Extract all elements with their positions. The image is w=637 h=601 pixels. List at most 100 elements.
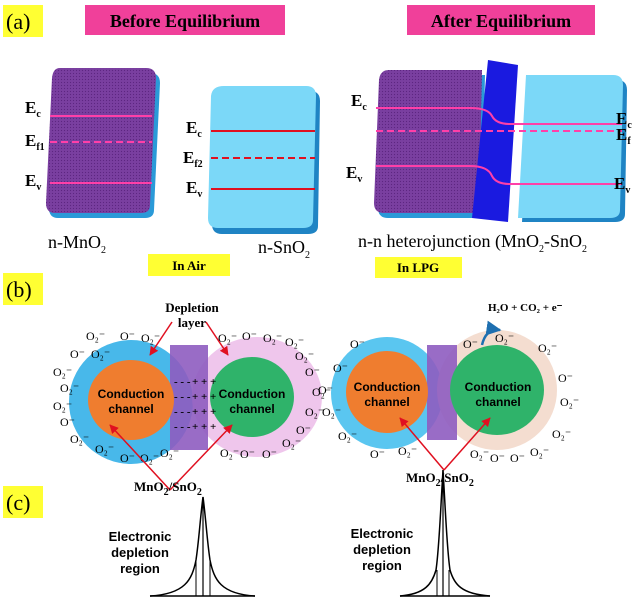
o2-minus-ion: O₂⁻: [295, 349, 314, 363]
o-minus-ion: O⁻: [120, 451, 135, 465]
o-minus-ion: O⁻: [318, 383, 333, 397]
depletion-profile-right: [399, 469, 491, 597]
depletion-layer-label-2: layer: [178, 315, 206, 330]
mno2-ef1-label: Ef1: [25, 131, 45, 153]
o-minus-ion: O⁻: [305, 365, 320, 379]
region-left-line1: Electronic: [109, 529, 172, 544]
region-right-line2: depletion: [353, 542, 411, 557]
region-left-line3: region: [120, 561, 160, 576]
depletion-arrows: [149, 321, 229, 356]
svg-text:(b): (b): [6, 277, 32, 302]
left-conduction-label-2: channel: [108, 402, 153, 416]
composite-arrows-right: [399, 417, 491, 471]
o2-minus-ion: O₂⁻: [263, 331, 282, 345]
hetero-ef-label: Ef: [616, 125, 631, 147]
composite-arrows-left: [109, 424, 233, 491]
o-minus-ion: O⁻: [333, 361, 348, 375]
depletion-layer-label-1: Depletion: [165, 300, 219, 315]
svg-text:- - -: - - -: [174, 376, 191, 388]
o2-minus-ion: O₂⁻: [70, 432, 89, 446]
sno2-ef2-label: Ef2: [183, 148, 203, 170]
o2-minus-ion: O₂⁻: [140, 451, 159, 465]
o-minus-ion: O⁻: [240, 447, 255, 461]
svg-text:Before Equilibrium: Before Equilibrium: [110, 11, 260, 31]
right-pair-left-conduction-2: channel: [364, 395, 409, 409]
hetero-ec-right-label: Ec: [616, 109, 632, 131]
o-minus-ion: O⁻: [120, 329, 135, 343]
left-conduction-label-1: Conduction: [98, 387, 165, 401]
right-pair-left-conduction-1: Conduction: [354, 380, 421, 394]
o2-minus-ion: O₂⁻: [220, 446, 239, 460]
header-after-equilibrium: After Equilibrium: [407, 5, 595, 35]
heterojunction-label: n-n heterojunction (MnO2-SnO2: [358, 231, 587, 255]
o-minus-ion: O⁻: [463, 337, 478, 351]
o2-minus-ion: O₂⁻: [285, 335, 304, 349]
svg-text:+ + +: + + +: [192, 391, 216, 403]
right-conduction-label-1: Conduction: [219, 387, 286, 401]
depletion-profile-left: [149, 496, 256, 597]
o-minus-ion: O⁻: [262, 447, 277, 461]
tag-in-air: In Air: [148, 254, 230, 276]
tag-in-lpg: In LPG: [375, 257, 462, 278]
svg-text:(a): (a): [6, 9, 30, 34]
o2-minus-ion: O₂⁻: [470, 447, 489, 461]
o-minus-ion: O⁻: [350, 337, 365, 351]
o-minus-ion: O⁻: [296, 423, 311, 437]
o2-minus-ion: O₂⁻: [312, 385, 331, 399]
surface-ions: O₂⁻O⁻O₂⁻O⁻O₂⁻O₂⁻O₂⁻O₂⁻O⁻O₂⁻O₂⁻O⁻O₂⁻O₂⁻O₂…: [53, 329, 579, 465]
o-minus-ion: O⁻: [510, 451, 525, 465]
reaction-arrow: [480, 320, 502, 346]
svg-text:- - -: - - -: [174, 406, 191, 418]
mno2-label: n-MnO2: [48, 232, 106, 256]
o-minus-ion: O⁻: [60, 415, 75, 429]
region-right-line1: Electronic: [351, 526, 414, 541]
o2-minus-ion: O₂⁻: [86, 329, 105, 343]
header-before-equilibrium: Before Equilibrium: [85, 5, 285, 35]
hetero-ev-left-label: Ev: [346, 163, 362, 185]
o2-minus-ion: O₂⁻: [552, 427, 571, 441]
o2-minus-ion: O₂⁻: [538, 341, 557, 355]
svg-text:+ + +: + + +: [192, 376, 216, 388]
svg-text:In Air: In Air: [172, 258, 206, 273]
reaction-label: H₂O + CO₂ + e⁻: [488, 302, 563, 314]
sno2-ev-label: Ev: [186, 178, 202, 200]
composite-label-right: MnO2/SnO2: [406, 470, 474, 489]
o2-minus-ion: O₂⁻: [338, 429, 357, 443]
o2-minus-ion: O₂⁻: [60, 381, 79, 395]
right-conduction-label-2: channel: [229, 402, 274, 416]
panel-b-label: (b): [3, 273, 43, 305]
sno2-block: [208, 86, 320, 234]
o2-minus-ion: O₂⁻: [398, 444, 417, 458]
o2-minus-ion: O₂⁻: [53, 365, 72, 379]
o2-minus-ion: O₂⁻: [305, 405, 324, 419]
o2-minus-ion: O₂⁻: [530, 445, 549, 459]
mno2-ev-label: Ev: [25, 171, 41, 193]
svg-text:- - -: - - -: [174, 421, 191, 433]
o-minus-ion: O⁻: [370, 447, 385, 461]
o2-minus-ion: O₂⁻: [560, 395, 579, 409]
sno2-label: n-SnO2: [258, 237, 310, 261]
o2-minus-ion: O₂⁻: [218, 331, 237, 345]
heterojunction-block: [374, 60, 627, 222]
o2-minus-ion: O₂⁻: [95, 442, 114, 456]
mno2-ec-label: Ec: [25, 98, 41, 120]
o-minus-ion: O⁻: [70, 347, 85, 361]
o2-minus-ion: O₂⁻: [322, 405, 341, 419]
svg-text:In LPG: In LPG: [397, 260, 439, 275]
region-left-line2: depletion: [111, 545, 169, 560]
svg-text:After Equilibrium: After Equilibrium: [431, 11, 571, 31]
mno2-block: [46, 68, 160, 218]
o2-minus-ion: O₂⁻: [141, 331, 160, 345]
hetero-ec-left-label: Ec: [351, 91, 367, 113]
svg-text:(c): (c): [6, 490, 30, 515]
region-right-line3: region: [362, 558, 402, 573]
o-minus-ion: O⁻: [490, 451, 505, 465]
sno2-ec-label: Ec: [186, 118, 202, 140]
right-pair-right-conduction-1: Conduction: [465, 380, 532, 394]
svg-text:- - -: - - -: [174, 391, 191, 403]
hetero-ev-right-label: Ev: [614, 174, 630, 196]
o-minus-ion: O⁻: [242, 329, 257, 343]
panel-a-label: (a): [3, 5, 43, 37]
o2-minus-ion: O₂⁻: [282, 436, 301, 450]
